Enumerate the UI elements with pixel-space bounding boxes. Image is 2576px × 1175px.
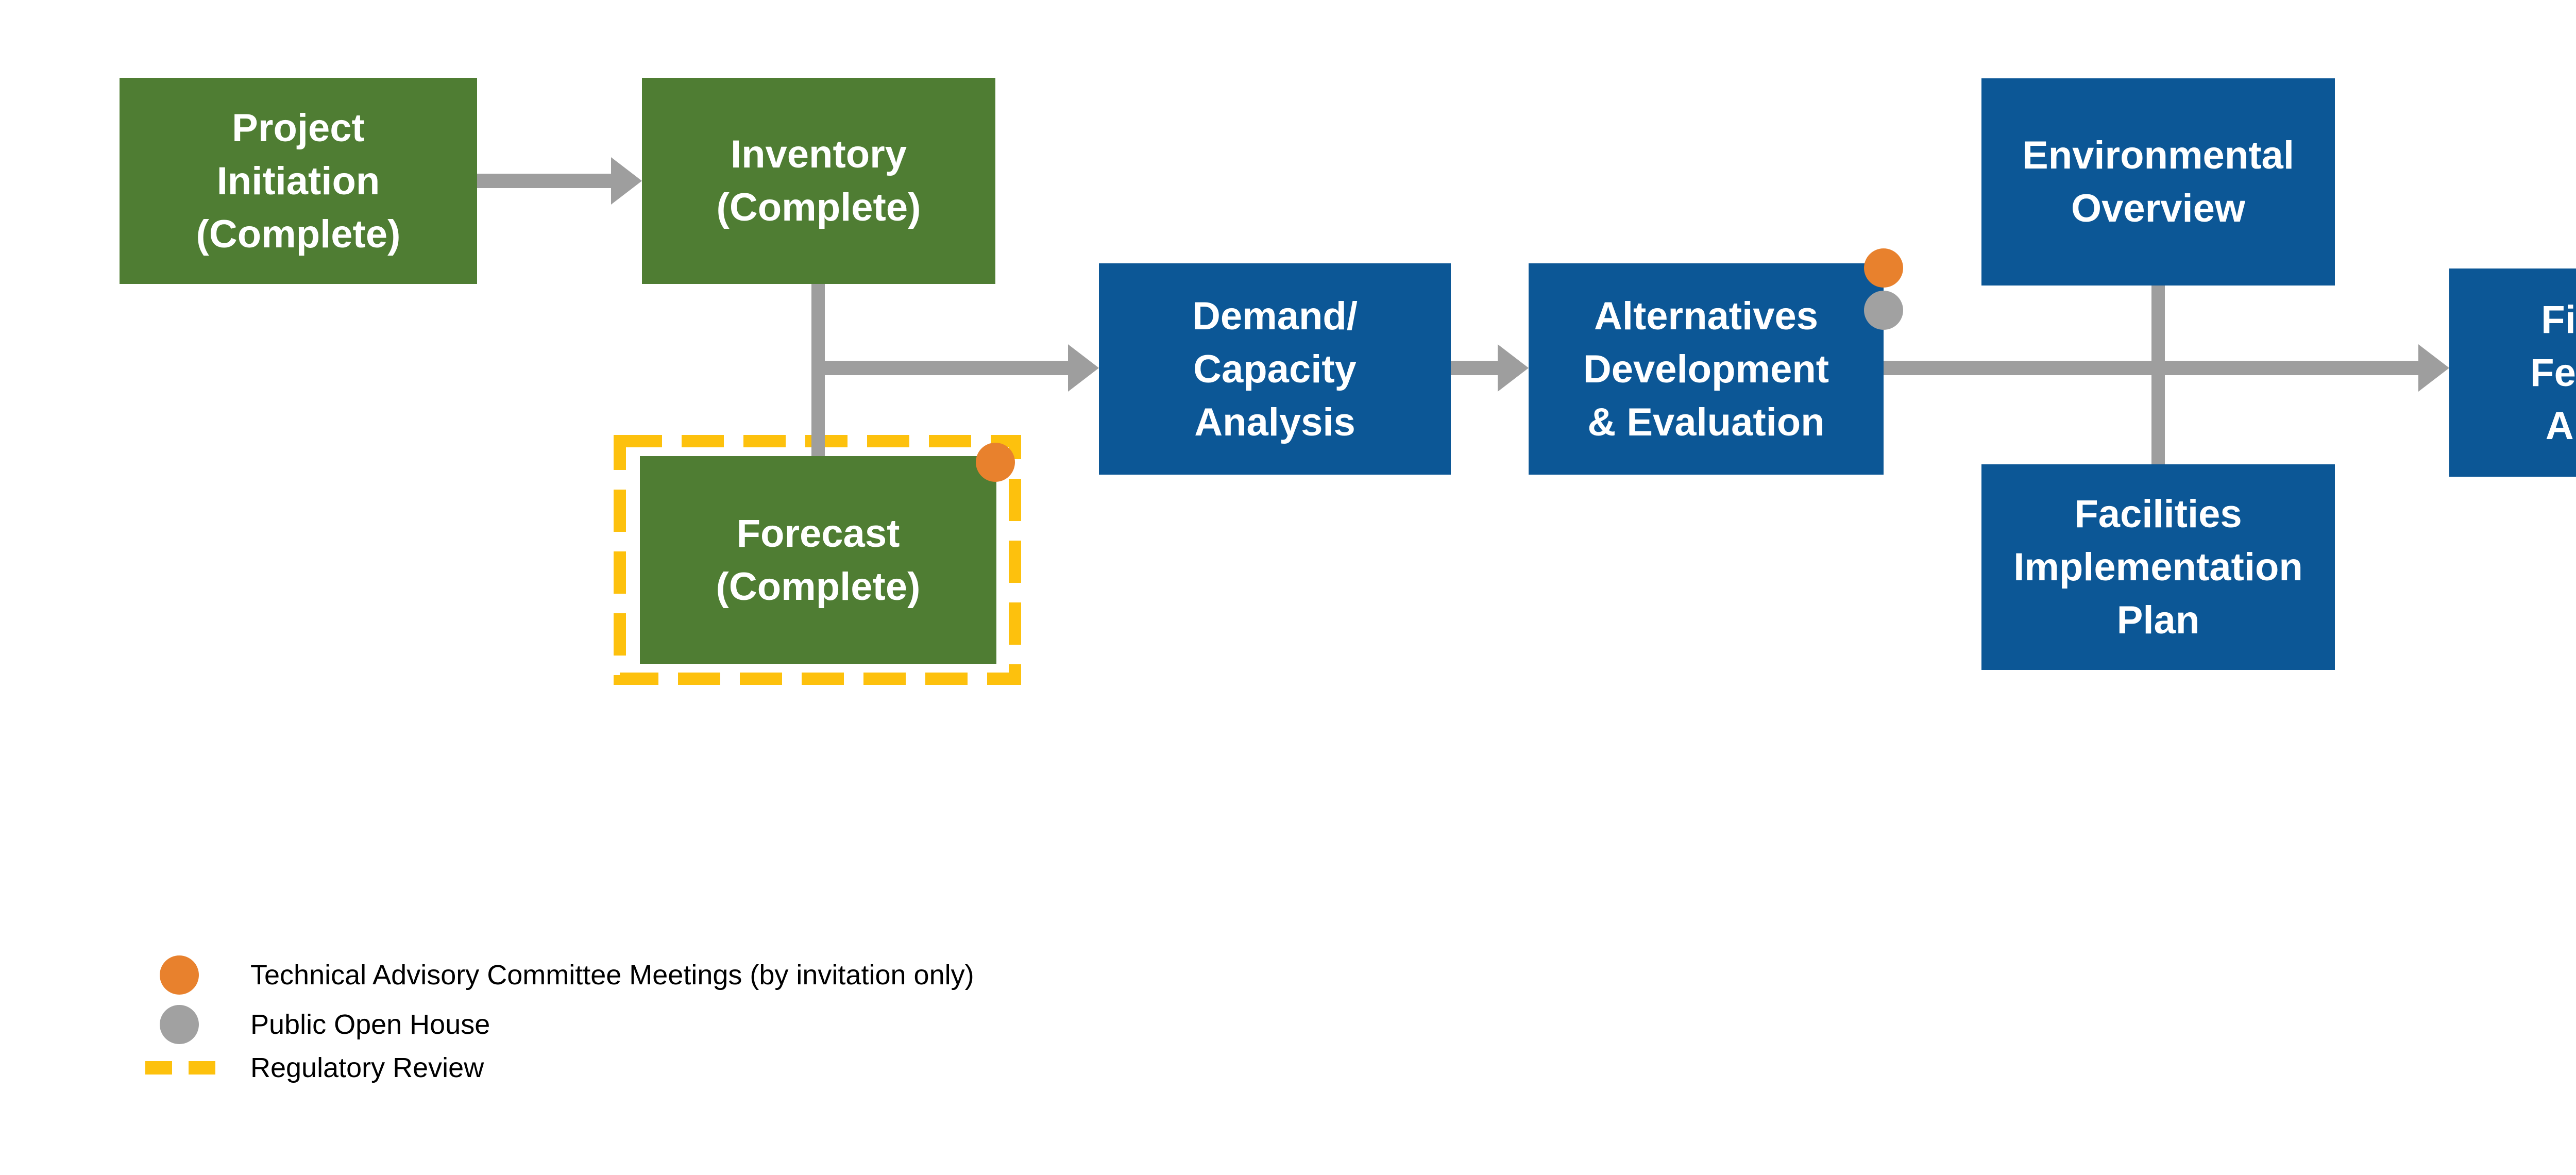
box-label-line: Plan bbox=[2116, 598, 2200, 642]
box-label-line: Capacity bbox=[1193, 347, 1357, 391]
box-label-line: Overview bbox=[2071, 187, 2245, 230]
box-facilities-implementation-plan: Facilities Implementation Plan bbox=[1981, 464, 2335, 670]
legend-tac-meeting-dot bbox=[160, 955, 199, 995]
connector-demand-to-alternatives bbox=[1451, 361, 1502, 375]
box-label-line: Initiation bbox=[216, 159, 380, 203]
box-label-line: Alternatives bbox=[1594, 294, 1819, 338]
arrowhead-into-inventory bbox=[611, 157, 642, 205]
box-forecast: Forecast (Complete) bbox=[640, 456, 996, 664]
box-inventory: Inventory (Complete) bbox=[642, 78, 995, 284]
box-alternatives-development: Alternatives Development & Evaluation bbox=[1529, 263, 1884, 475]
legend-public-open-house-dot bbox=[160, 1005, 199, 1044]
legend-label-tac-meetings: Technical Advisory Committee Meetings (b… bbox=[250, 960, 974, 991]
box-environmental-overview: Environmental Overview bbox=[1981, 78, 2335, 286]
legend-regulatory-review-dash-icon bbox=[189, 1061, 215, 1075]
box-label-line: Analysis bbox=[1194, 400, 1355, 444]
box-label-line: & Evaluation bbox=[1587, 400, 1825, 444]
legend-label-public-open-house: Public Open House bbox=[250, 1009, 490, 1040]
box-label-line: Feasibility bbox=[2530, 350, 2576, 395]
connector-environmental-to-facilities bbox=[2151, 286, 2165, 464]
box-label-line: Development bbox=[1583, 347, 1829, 391]
box-label-line: (Complete) bbox=[716, 564, 921, 609]
box-financial-feasibility-analysis: Financial Feasibility Analysis bbox=[2449, 268, 2576, 477]
box-label-line: (Complete) bbox=[716, 186, 921, 229]
box-label-line: Facilities bbox=[2074, 492, 2242, 536]
tac-meeting-icon-alternatives bbox=[1864, 248, 1903, 288]
legend-label-regulatory-review: Regulatory Review bbox=[250, 1052, 484, 1083]
tac-meeting-icon-forecast bbox=[976, 443, 1015, 482]
box-label-line: Implementation bbox=[2013, 545, 2303, 589]
box-project-initiation: Project Initiation (Complete) bbox=[120, 78, 477, 284]
open-house-icon-alternatives bbox=[1864, 291, 1903, 330]
box-label-line: (Complete) bbox=[196, 212, 401, 256]
connector-to-demand-capacity bbox=[812, 361, 1070, 375]
box-demand-capacity-analysis: Demand/ Capacity Analysis bbox=[1099, 263, 1451, 475]
connector-initiation-to-inventory bbox=[477, 174, 616, 188]
box-label-line: Demand/ bbox=[1192, 294, 1358, 338]
legend-regulatory-review-dash-icon bbox=[145, 1061, 172, 1075]
box-label-line: Environmental bbox=[2022, 133, 2294, 177]
box-label-line: Financial bbox=[2541, 297, 2576, 342]
box-label-line: Analysis bbox=[2545, 404, 2576, 448]
box-label-line: Inventory bbox=[730, 132, 907, 176]
box-label-line: Forecast bbox=[736, 511, 900, 556]
arrowhead-into-demand-capacity bbox=[1068, 344, 1099, 392]
arrowhead-into-alternatives bbox=[1498, 344, 1529, 392]
box-label-line: Project bbox=[232, 106, 365, 150]
arrowhead-into-financial bbox=[2418, 344, 2449, 392]
